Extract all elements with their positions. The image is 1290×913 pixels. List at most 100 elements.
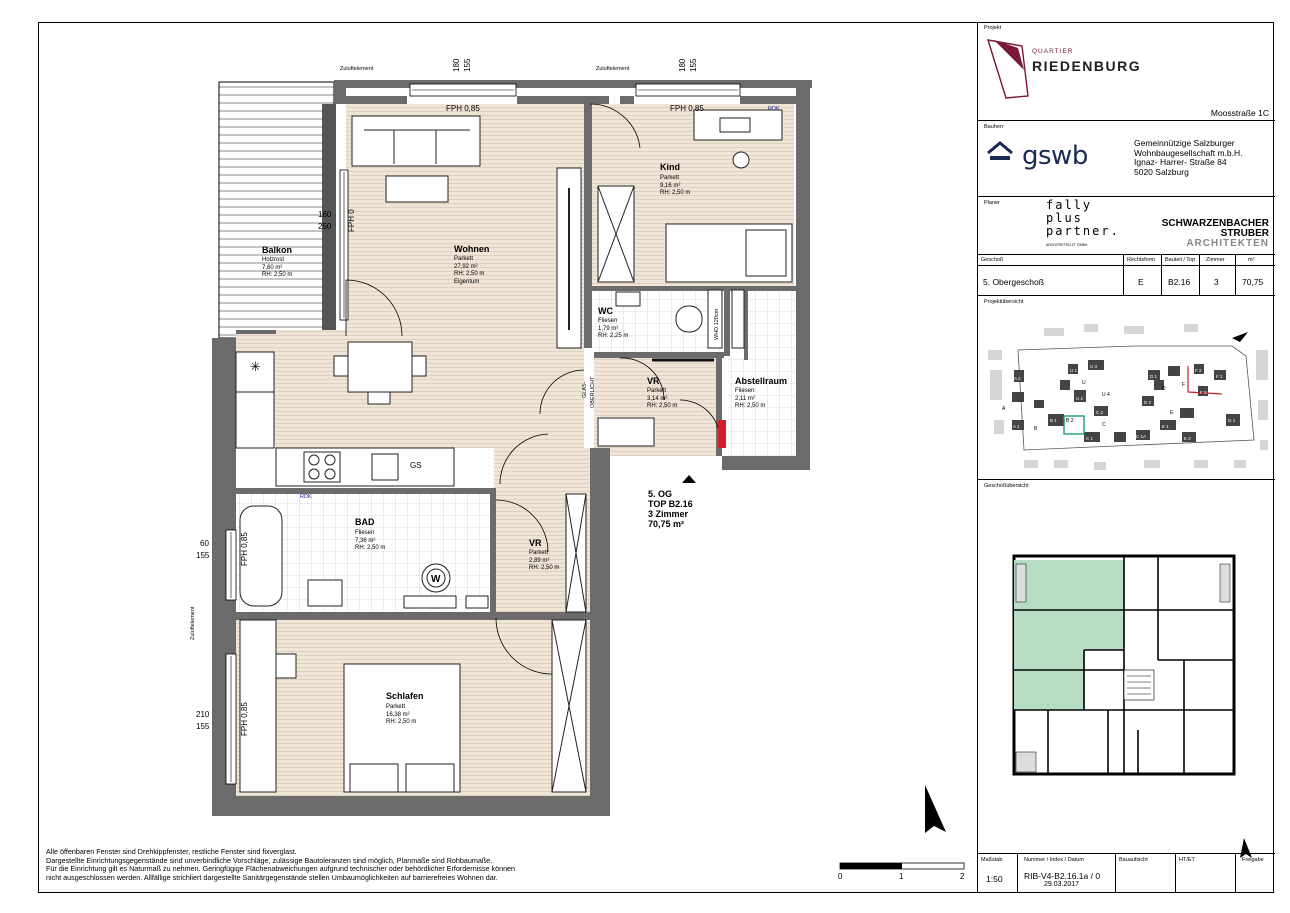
bauherr-address: Gemeinnützige Salzburger Wohnbaugesellsc… — [1134, 138, 1243, 177]
room-name-vr2: VR — [529, 538, 542, 548]
rdk-label-1: RDK — [768, 106, 780, 112]
svg-text:C 1: C 1 — [1086, 436, 1094, 441]
title-footer: Maßstab 1:50 Nummer / Index / Datum RIB-… — [978, 854, 1275, 893]
info-table-values: 5. Obergeschoß E B2.16 3 70,75 — [978, 266, 1275, 296]
dim-left3-a: 210 — [196, 710, 210, 719]
scale-bar — [839, 862, 965, 870]
svg-text:A 1: A 1 — [1013, 424, 1020, 429]
planer-section: Planer fally plus partner. ARCHITEKTEN Z… — [978, 197, 1275, 255]
rdk-label-2: RDK — [300, 494, 312, 500]
scale-label-1: 1 — [899, 872, 904, 881]
svg-text:F 2: F 2 — [1195, 368, 1202, 373]
svg-text:F 1: F 1 — [1216, 374, 1223, 379]
scale-label-0: 0 — [838, 872, 843, 881]
dim-left1-b: 250 — [318, 222, 332, 231]
dim-left2-b: 155 — [196, 551, 210, 560]
room-name-schlafen: Schlafen — [386, 691, 424, 701]
svg-text:E 1: E 1 — [1162, 424, 1169, 429]
zuluft-label-2: Zuluftelement — [596, 66, 630, 72]
balcony-parapet — [322, 104, 336, 334]
dim-top1-a: 180 — [452, 58, 461, 72]
floor-overview: Geschoßübersicht — [978, 480, 1275, 858]
svg-text:C 1A: C 1A — [1136, 434, 1146, 439]
fph-label-schlafen: FPH 0,85 — [240, 702, 249, 736]
svg-text:B 2: B 2 — [1066, 418, 1074, 424]
zuluft-label-1: Zuluftelement — [340, 66, 374, 72]
site-plan: U 1 U 3 U 2 A 2 A 1 B 1 C 1 C 2 D 1 D 2 … — [988, 324, 1268, 470]
dim-left2-a: 60 — [200, 539, 209, 548]
svg-text:A 2: A 2 — [1014, 376, 1021, 381]
svg-text:F: F — [1182, 382, 1185, 388]
dim-top2-a: 180 — [678, 58, 687, 72]
project-kicker: QUARTIER — [1032, 48, 1074, 55]
unit-summary: 5. OG TOP B2.16 3 Zimmer 70,75 m² — [648, 489, 693, 529]
oberlicht-label: OBERLICHT — [590, 376, 596, 408]
drawing-sheet — [38, 22, 1274, 893]
dim-top2-b: 155 — [689, 58, 698, 72]
svg-text:E: E — [1170, 410, 1174, 416]
architect-name: SCHWARZENBACHER STRUBER ARCHITEKTEN — [1161, 218, 1269, 249]
room-name-vr1: VR — [647, 376, 660, 386]
room-name-balkon: Balkon — [262, 245, 293, 255]
project-section: Projekt QUARTIER RIEDENBURG Moosstraße 1… — [978, 22, 1275, 121]
bauherr-section: Bauherr gswb Gemeinnützige Salzburger Wo… — [978, 121, 1275, 197]
dim-left1-a: 160 — [318, 210, 332, 219]
dim-top1-b: 155 — [463, 58, 472, 72]
svg-text:B 1: B 1 — [1050, 418, 1057, 423]
svg-text:D 2: D 2 — [1144, 400, 1152, 405]
room-name-abstellraum: Abstellraum — [735, 376, 788, 386]
fph-label-1: FPH 0,85 — [446, 104, 480, 113]
fally-plus-partner-logo: fally plus partner. — [1046, 198, 1120, 238]
scale-label-2: 2 — [960, 872, 965, 881]
riedenburg-logo-icon — [986, 39, 1029, 99]
svg-text:U 3: U 3 — [1090, 364, 1098, 369]
house-icon — [987, 141, 1013, 160]
north-arrow-icon — [925, 785, 946, 833]
whd-label: WHD 120cm — [714, 308, 720, 340]
gs-label: GS — [410, 461, 422, 470]
zuluft-label-3: Zuluftelement — [190, 606, 196, 640]
room-name-wc: WC — [598, 306, 613, 316]
svg-text:C: C — [1102, 422, 1106, 428]
balcony-floor — [218, 81, 335, 339]
project-address: Moosstraße 1C — [1210, 108, 1269, 118]
fph-label-2: FPH 0,85 — [670, 104, 704, 113]
glas-label: GLAS- — [582, 381, 588, 398]
gswb-logo: gswb — [1022, 141, 1088, 171]
svg-text:D: D — [1162, 386, 1166, 392]
room-name-kind: Kind — [660, 162, 680, 172]
north-arrow-small-icon — [1232, 332, 1248, 342]
svg-text:W: W — [431, 574, 441, 585]
svg-text:C 2: C 2 — [1096, 410, 1104, 415]
svg-text:E 2: E 2 — [1184, 436, 1191, 441]
fph-label-bad: FPH 0,85 — [240, 532, 249, 566]
fan-icon: ✳ — [250, 360, 261, 375]
north-arrow-tiny-icon — [1240, 838, 1252, 858]
site-overview: Projektübersicht — [978, 296, 1275, 480]
room-name-bad: BAD — [355, 517, 375, 527]
svg-text:U: U — [1082, 380, 1086, 386]
floor-overview-plan — [1012, 554, 1236, 776]
svg-text:G 1: G 1 — [1228, 418, 1236, 423]
svg-text:D 1: D 1 — [1150, 374, 1158, 379]
dim-left3-b: 155 — [196, 722, 210, 731]
fph-label-left: FPH 0 — [347, 209, 356, 232]
title-block: Projekt QUARTIER RIEDENBURG Moosstraße 1… — [977, 22, 1275, 893]
svg-text:B: B — [1034, 426, 1038, 432]
plan-notes: Alle öffenbaren Fenster sind Drehkippfen… — [46, 847, 516, 882]
svg-text:A: A — [1002, 406, 1006, 412]
svg-text:F 3: F 3 — [1200, 390, 1207, 395]
svg-text:U 1: U 1 — [1070, 368, 1078, 373]
abstell-floor — [728, 358, 808, 456]
project-name: RIEDENBURG — [1032, 58, 1142, 74]
